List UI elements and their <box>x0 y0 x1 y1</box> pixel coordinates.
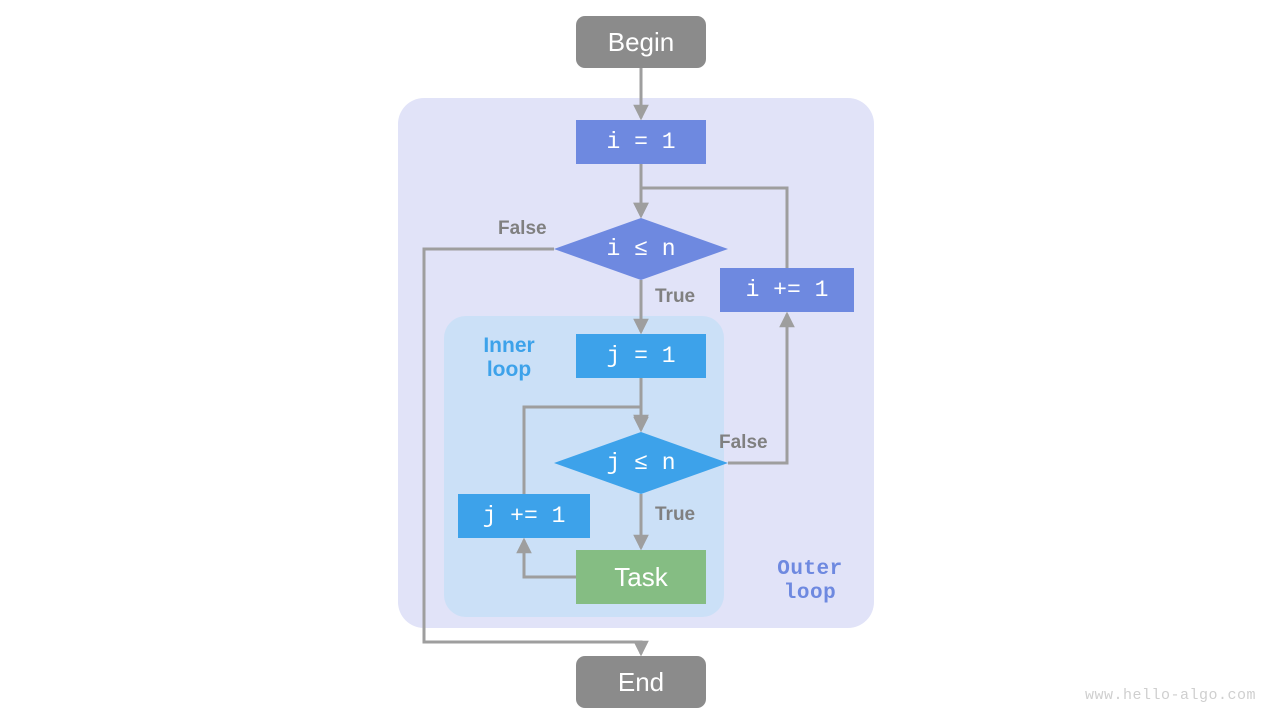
node-begin[interactable]: Begin <box>576 16 706 68</box>
edge-label-j-false: False <box>719 432 768 453</box>
node-j-condition-label: j ≤ n <box>606 450 676 476</box>
node-j-condition[interactable]: j ≤ n <box>554 432 728 494</box>
diamond-shape <box>554 432 728 494</box>
edge-label-i-true: True <box>655 286 696 307</box>
edge-label-i-false: False <box>498 218 547 239</box>
node-i-increment[interactable]: i += 1 <box>720 268 854 312</box>
node-i-condition[interactable]: i ≤ n <box>554 218 728 280</box>
node-end[interactable]: End <box>576 656 706 708</box>
node-j-init[interactable]: j = 1 <box>576 334 706 378</box>
diamond-shape <box>554 218 728 280</box>
outer-loop-label: Outer loop <box>777 558 843 606</box>
node-j-increment[interactable]: j += 1 <box>458 494 590 538</box>
edge-label-j-true: True <box>655 504 696 525</box>
inner-loop-label: Inner loop <box>483 334 535 382</box>
watermark: www.hello-algo.com <box>1084 687 1256 704</box>
node-task[interactable]: Task <box>576 550 706 604</box>
node-i-init[interactable]: i = 1 <box>576 120 706 164</box>
node-i-condition-label: i ≤ n <box>606 236 676 262</box>
